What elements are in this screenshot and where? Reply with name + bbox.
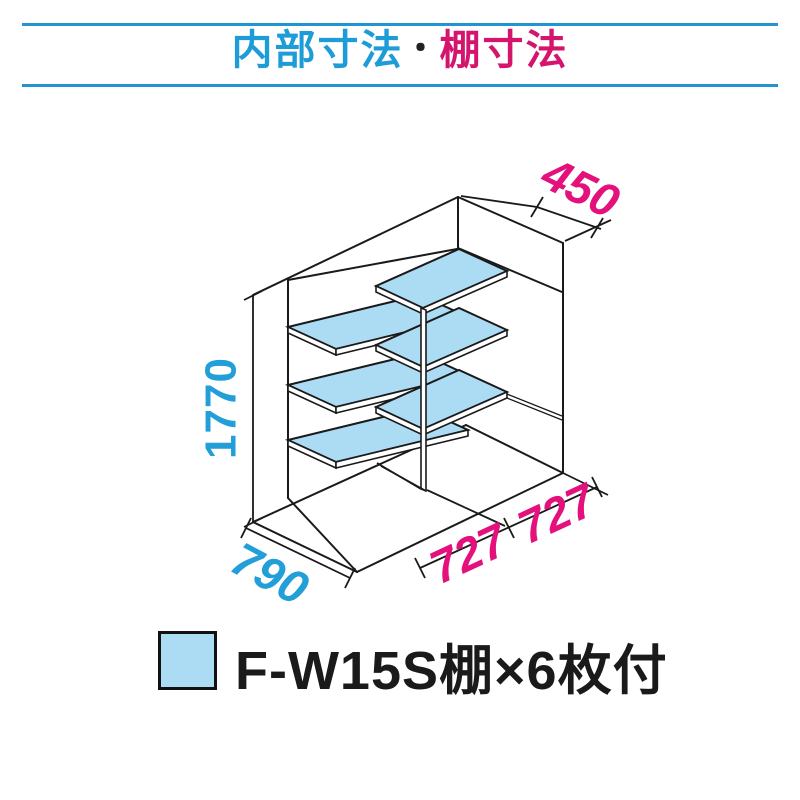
- legend-shelf-swatch: [158, 631, 217, 690]
- dim-tick: [591, 476, 603, 498]
- dim-extension-line: [426, 489, 506, 527]
- dim-tick: [344, 567, 356, 589]
- shelf-rail: [506, 393, 563, 421]
- bottom-right-edge: [465, 424, 564, 474]
- dim-tick: [240, 517, 252, 539]
- dim-tick: [243, 290, 263, 301]
- shelf: [373, 247, 510, 316]
- bottom-left-depth-edge: [252, 521, 358, 573]
- dim-shelf-depth-label: 450: [533, 146, 628, 228]
- shelves-right-bay: [373, 247, 510, 437]
- dim-height: 1770: [197, 290, 263, 528]
- dim-tick: [590, 217, 604, 239]
- left-inner-bottom-edge: [287, 497, 358, 573]
- dim-depth-label: 790: [223, 532, 317, 616]
- dim-shelf-depth: 450: [460, 146, 628, 242]
- title-shelf-dimensions: 棚寸法: [439, 27, 569, 73]
- shelf: [373, 306, 510, 375]
- top-right-inner-edge: [457, 247, 563, 293]
- dim-bay-widths: 727 727: [414, 472, 609, 594]
- center-divider: [376, 306, 427, 493]
- dim-depth: 790: [223, 517, 356, 616]
- page-title: 内部寸法・棚寸法: [0, 27, 800, 73]
- dim-depth-line: [245, 527, 351, 579]
- legend-label: F-W15S棚×6枚付: [235, 641, 668, 701]
- divider-foot-edge: [380, 465, 427, 492]
- dim-tick: [503, 517, 515, 539]
- title-rule-bottom: [22, 84, 778, 87]
- title-rule-top: [22, 23, 778, 26]
- top-right-outer-edge: [457, 196, 564, 244]
- top-back-edge: [252, 196, 459, 296]
- dim-height-label: 1770: [197, 357, 246, 459]
- bottom-front-edge: [356, 472, 564, 573]
- title-separator: ・: [403, 30, 440, 68]
- dim-tick: [530, 196, 544, 218]
- dim-extension-line: [564, 219, 612, 242]
- top-inner-edge: [287, 248, 458, 281]
- shelf: [373, 368, 510, 437]
- dim-tick: [414, 557, 426, 579]
- title-internal-dimensions: 内部寸法: [231, 27, 404, 73]
- dim-extension-line: [562, 472, 609, 496]
- dim-bay-right-label: 727: [510, 472, 605, 554]
